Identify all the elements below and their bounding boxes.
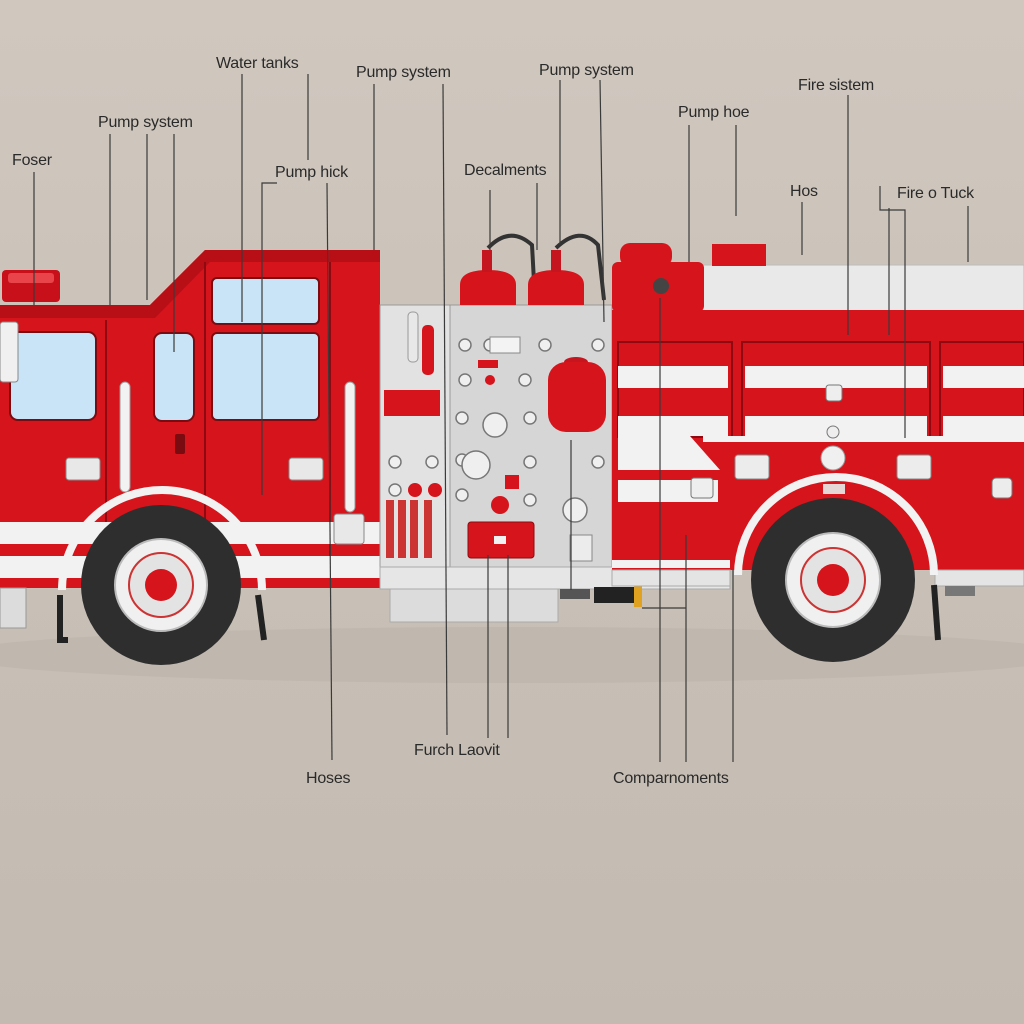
cab-door-window (211, 332, 320, 421)
label-hos: Hos (790, 183, 818, 200)
pump-panel (379, 304, 731, 623)
label-hoses: Hoses (306, 770, 351, 787)
cab-upper-window (211, 277, 320, 325)
label-pump-hick: Pump hick (275, 164, 348, 181)
label-decalments: Decalments (464, 162, 547, 179)
cab-front-window (9, 331, 97, 421)
panel-red-tank (548, 362, 606, 432)
label-pump-system-right: Pump system (539, 62, 634, 79)
label-pump-hoe: Pump hoe (678, 104, 750, 121)
top-extinguishers (460, 233, 606, 305)
front-wheel-arch (58, 486, 266, 591)
front-wheel (81, 505, 241, 665)
label-fire-truck: Fire o Tuck (897, 185, 974, 202)
label-water-tanks: Water tanks (216, 55, 299, 72)
label-compartments: Comparnoments (613, 770, 729, 787)
label-leader-lines (33, 74, 969, 762)
label-pump-system-left: Pump system (98, 114, 193, 131)
label-pump-system-top: Pump system (356, 64, 451, 81)
label-foser: Foser (12, 152, 52, 169)
label-fire-sistem: Fire sistem (798, 77, 875, 94)
ground-shadow (0, 627, 1024, 683)
label-furch-laovit: Furch Laovit (414, 742, 500, 759)
rear-wheel-arch (734, 473, 938, 576)
rear-wheel (751, 498, 915, 662)
